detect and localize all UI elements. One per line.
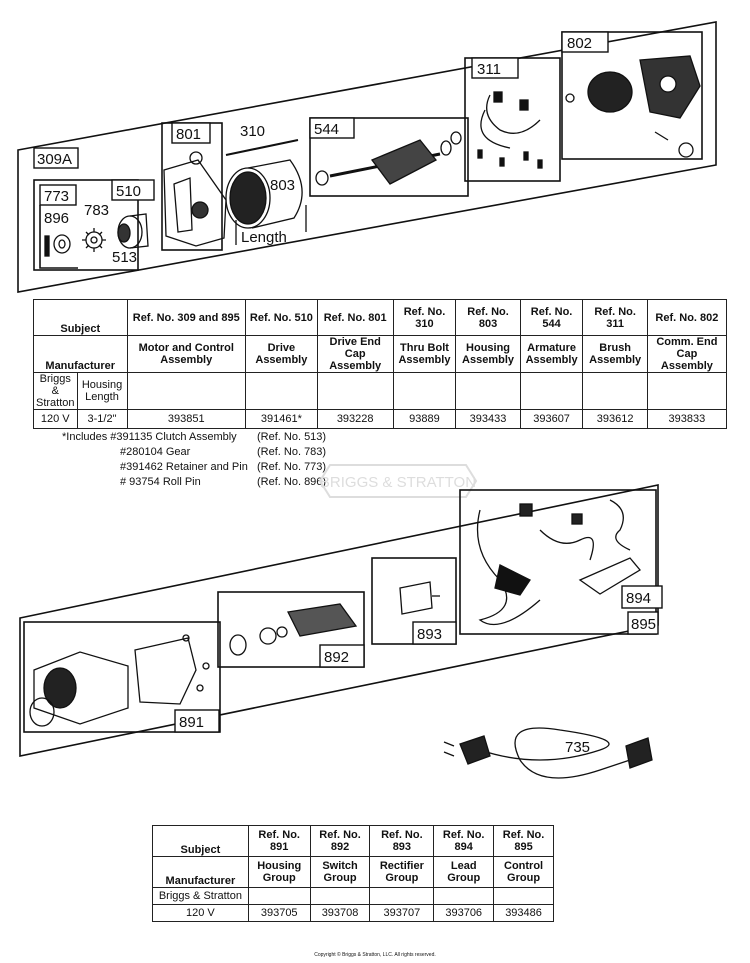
part-label-895: 895 <box>631 616 656 633</box>
part-name: Brush Assembly <box>582 335 648 373</box>
housing-length-header: Housing Length <box>76 372 128 410</box>
footnote-ref: (Ref. No. 783) <box>257 446 327 458</box>
brand-cell: Briggs & Stratton <box>33 372 78 410</box>
part-name: Thru Bolt Assembly <box>392 335 457 373</box>
ref-header: Ref. No. 309 and 895 <box>126 299 246 336</box>
ref-header: Ref. No. 311 <box>582 299 648 336</box>
part-name: Housing Assembly <box>455 335 521 373</box>
part-label-773: 773 <box>44 188 69 205</box>
part-label-309a: 309A <box>37 151 72 168</box>
ref-header: Ref. No. 803 <box>455 299 521 336</box>
footnote-item: # 93754 Roll Pin <box>120 476 201 488</box>
part-name: Switch Group <box>309 856 371 888</box>
ref-header: Ref. No. 544 <box>519 299 584 336</box>
part-name: Rectifier Group <box>369 856 435 888</box>
part-number: 393228 <box>316 409 394 429</box>
part-label-801: 801 <box>176 126 201 143</box>
part-name: Drive End Cap Assembly <box>316 335 394 373</box>
footnote-ref: (Ref. No. 773) <box>257 461 327 473</box>
copyright-notice: Copyright © Briggs & Stratton, LLC. All … <box>314 952 436 958</box>
part-label-893: 893 <box>417 626 442 643</box>
part-number: 393707 <box>369 904 435 922</box>
footnote: *Includes #391135 Clutch Assembly (Ref. N… <box>62 430 326 490</box>
svg-text:BRIGGS & STRATTON: BRIGGS & STRATTON <box>320 474 476 491</box>
part-label-311: 311 <box>477 61 501 78</box>
part-number: 393706 <box>433 904 495 922</box>
part-number: 393486 <box>493 904 554 922</box>
ref-header: Ref. No. 310 <box>392 299 457 336</box>
footnote-ref: (Ref. No. 896) <box>257 476 327 488</box>
briggs-stratton-watermark: BRIGGS & STRATTON <box>318 464 478 498</box>
part-name: Control Group <box>493 856 554 888</box>
footnote-ref: (Ref. No. 513) <box>257 431 327 443</box>
ref-header: Ref. No. 891 <box>247 825 311 857</box>
motor-control-exploded-view: 891 892 893 894 895 735 <box>19 484 663 779</box>
part-name: Lead Group <box>433 856 495 888</box>
part-label-892: 892 <box>324 649 349 666</box>
part-name: Drive Assembly <box>245 335 318 373</box>
part-number: 393612 <box>582 409 648 429</box>
ref-header: Ref. No. 892 <box>309 825 371 857</box>
part-number: 93889 <box>392 409 457 429</box>
part-label-894: 894 <box>626 590 651 607</box>
part-label-783: 783 <box>84 202 109 219</box>
subject-header: Subject <box>33 299 128 336</box>
part-label-544: 544 <box>314 121 339 138</box>
voltage-cell: 120 V <box>33 409 78 429</box>
part-number: 391461* <box>245 409 318 429</box>
footnote-item: *Includes #391135 Clutch Assembly <box>62 431 237 443</box>
part-number: 393433 <box>455 409 521 429</box>
subject-header: Subject <box>152 825 249 857</box>
ref-header: Ref. No. 802 <box>646 299 728 336</box>
length-cell: 3-1/2" <box>76 409 128 429</box>
part-label-896: 896 <box>44 210 69 227</box>
parts-table-motor-control: Subject Ref. No. 891 Ref. No. 892 Ref. N… <box>152 825 554 922</box>
ref-header: Ref. No. 510 <box>245 299 318 336</box>
part-label-891: 891 <box>179 714 204 731</box>
part-label-310: 310 <box>240 123 265 140</box>
length-label: Length <box>241 229 287 246</box>
part-number: 393705 <box>247 904 311 922</box>
ref-header: Ref. No. 801 <box>316 299 394 336</box>
part-label-510: 510 <box>116 183 141 200</box>
part-name: Armature Assembly <box>519 335 584 373</box>
part-name: Comm. End Cap Assembly <box>646 335 728 373</box>
ref-header: Ref. No. 893 <box>369 825 435 857</box>
footnote-item: #391462 Retainer and Pin <box>120 461 248 473</box>
brand-cell: Briggs & Stratton <box>152 887 249 905</box>
manufacturer-header: Manufacturer <box>152 856 249 888</box>
manufacturer-header: Manufacturer <box>33 335 128 373</box>
part-label-735: 735 <box>565 739 590 756</box>
part-name: Housing Group <box>247 856 311 888</box>
ref-header: Ref. No. 894 <box>433 825 495 857</box>
parts-table-starter: Subject Ref. No. 309 and 895 Ref. No. 51… <box>33 299 728 429</box>
part-name: Motor and Control Assembly <box>126 335 246 373</box>
ref-header: Ref. No. 895 <box>493 825 554 857</box>
part-number: 393833 <box>646 409 728 429</box>
part-number: 393708 <box>309 904 371 922</box>
part-label-513: 513 <box>112 249 137 266</box>
starter-exploded-view: 309A 773 896 783 510 513 801 310 803 Len… <box>17 21 717 293</box>
part-label-803: 803 <box>270 177 295 194</box>
part-label-802: 802 <box>567 35 592 52</box>
part-number: 393607 <box>519 409 584 429</box>
voltage-cell: 120 V <box>152 904 249 922</box>
footnote-item: #280104 Gear <box>120 446 191 458</box>
part-number: 393851 <box>126 409 246 429</box>
